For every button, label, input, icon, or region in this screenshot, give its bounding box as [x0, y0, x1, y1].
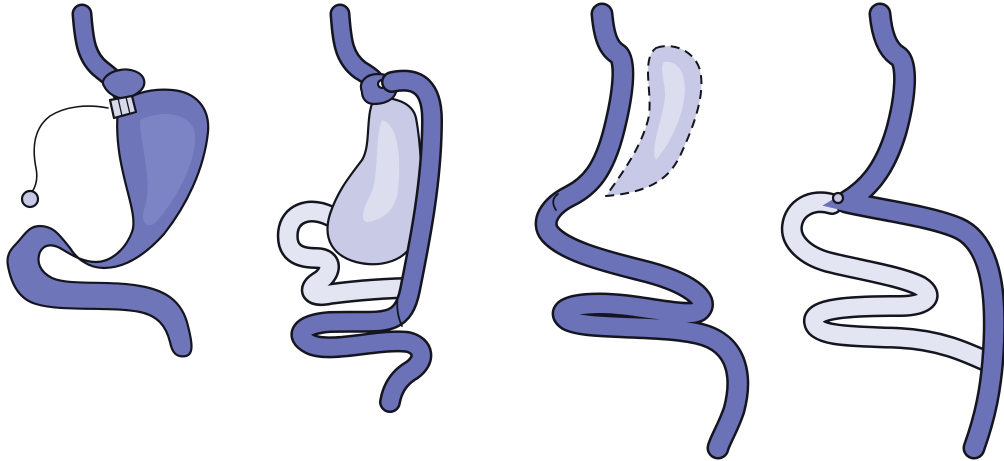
access-port — [22, 191, 38, 207]
panel-gastric-band — [7, 14, 208, 356]
panel-gastric-bypass — [288, 14, 432, 402]
panel-sleeve-gastrectomy — [546, 14, 738, 448]
bypassed-stomach-remnant — [328, 96, 422, 264]
alimentary-limb — [846, 14, 994, 448]
pyloric-anastomosis — [833, 193, 843, 203]
access-port-tubing — [32, 106, 108, 192]
panel-duodenal-switch — [792, 14, 995, 448]
sleeve-stomach-tube — [546, 14, 738, 448]
stomach-body — [7, 90, 208, 357]
